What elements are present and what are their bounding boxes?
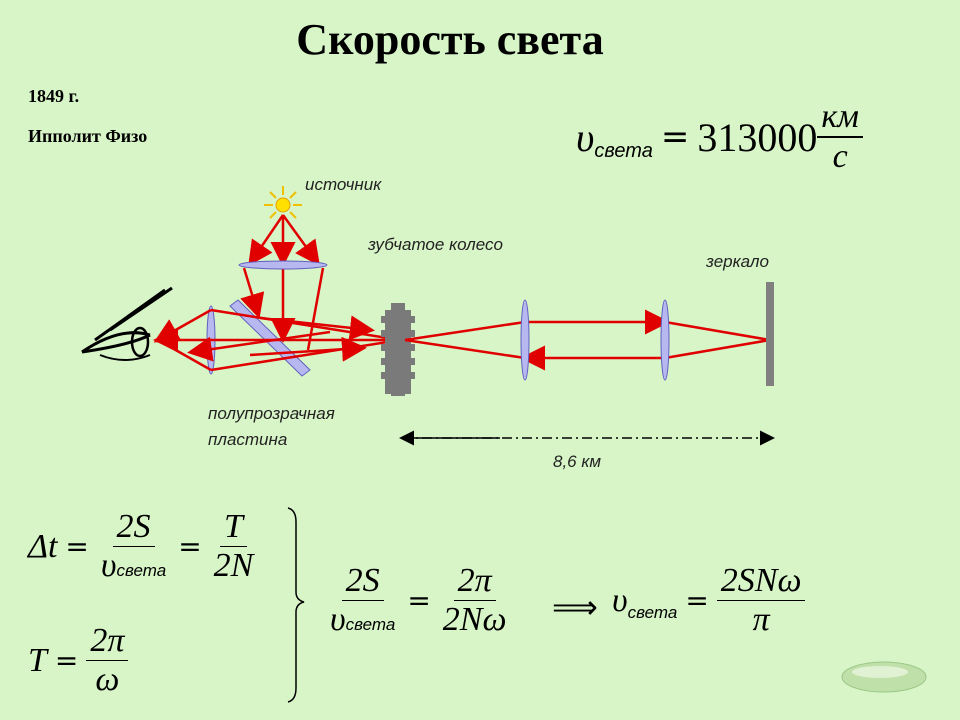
speed-subscript: света xyxy=(627,602,678,622)
speed-symbol: υ xyxy=(100,547,117,584)
implies-icon: ⟹ xyxy=(552,588,598,626)
plate-label-line2: пластина xyxy=(208,430,288,449)
page-title: Скорость света xyxy=(296,15,604,64)
scientist-name: Ипполит Физо xyxy=(28,126,148,146)
period-lhs: T xyxy=(28,641,47,679)
focusing-lens xyxy=(660,299,670,381)
equals-sign: = xyxy=(660,117,690,157)
toothed-wheel xyxy=(381,303,415,396)
fraction-numerator: 2π xyxy=(86,622,129,661)
fraction-numerator: 2SNω xyxy=(716,562,806,601)
plate-label-line1: полупрозрачная xyxy=(208,404,335,423)
result-fraction: 2SNω π xyxy=(716,562,806,639)
delta-t-fraction-1: 2S υсвета xyxy=(97,508,170,585)
fraction-denominator: 2Nω xyxy=(442,601,507,638)
system-brace xyxy=(287,507,305,703)
unit-denominator: с xyxy=(832,138,848,175)
speed-value: 313000 xyxy=(697,114,818,160)
wheel-label: зубчатое колесо xyxy=(368,235,503,254)
condenser-lens xyxy=(238,260,328,270)
eye-icon xyxy=(81,286,173,361)
speed-symbol: υ xyxy=(576,114,595,160)
speed-subscript: света xyxy=(345,615,396,634)
fraction-denominator: ω xyxy=(95,661,120,698)
delta-t-fraction-2: T 2N xyxy=(210,508,258,585)
result-formula: υ света = 2SNω π xyxy=(612,562,806,639)
mirror xyxy=(766,282,774,386)
distance-label: 8,6 км xyxy=(553,452,602,471)
delta-t-formula: Δt = 2S υсвета = T 2N xyxy=(28,508,257,585)
year-text: 1849 г. xyxy=(28,86,80,106)
speed-symbol: υ xyxy=(612,581,628,619)
ratio-formula: 2S υсвета = 2π 2Nω xyxy=(326,562,510,639)
period-fraction: 2π ω xyxy=(86,622,129,699)
speed-subscript: света xyxy=(594,139,653,162)
long-path-rays xyxy=(404,309,771,371)
ratio-fraction-1: 2S υсвета xyxy=(326,562,399,639)
ratio-fraction-2: 2π 2Nω xyxy=(439,562,511,639)
fraction-numerator: 2π xyxy=(453,562,496,601)
mirror-label: зеркало xyxy=(706,252,769,271)
fraction-numerator: 2S xyxy=(112,508,155,547)
source-label: источник xyxy=(305,175,382,194)
fraction-numerator: T xyxy=(220,508,247,547)
fraction-denominator: π xyxy=(752,601,770,638)
fraction-numerator: 2S xyxy=(341,562,384,601)
speed-subscript: света xyxy=(116,561,167,580)
speed-value-formula: υ света = 313000 км с xyxy=(576,98,863,176)
speed-unit: км с xyxy=(817,98,863,176)
speed-symbol: υ xyxy=(330,601,346,638)
fraction-denominator: 2N xyxy=(213,547,254,584)
collimator-lens xyxy=(520,299,530,381)
unit-numerator: км xyxy=(817,98,863,138)
return-rays xyxy=(153,308,401,372)
period-formula: T = 2π ω xyxy=(28,622,129,699)
delta-t-lhs: Δt xyxy=(28,527,58,565)
button-highlight xyxy=(852,666,908,678)
source-rays xyxy=(240,214,325,351)
